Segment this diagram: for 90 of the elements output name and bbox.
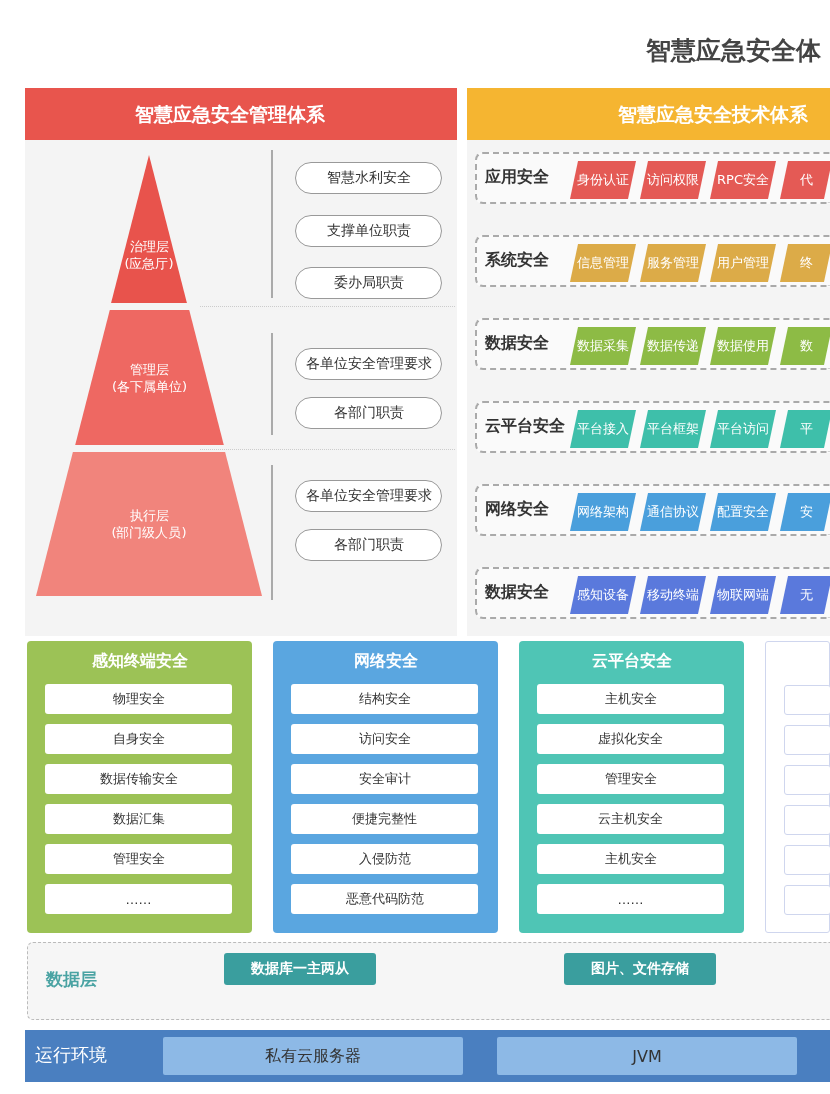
item-box xyxy=(784,725,830,755)
row-title: 系统安全 xyxy=(485,250,549,271)
category-tag: 平台接入 xyxy=(570,410,636,448)
item-box: 恶意代码防范 xyxy=(291,884,478,914)
category-tag: 信息管理 xyxy=(570,244,636,282)
duty-pill: 各单位安全管理要求 xyxy=(295,480,442,512)
duty-pill: 委办局职责 xyxy=(295,267,442,299)
page-title: 智慧应急安全体 xyxy=(646,35,821,67)
item-box: …… xyxy=(45,884,232,914)
category-tag: 数 xyxy=(780,327,830,365)
panel-title: 感知终端安全 xyxy=(90,651,189,672)
item-box: 数据传输安全 xyxy=(45,764,232,794)
duty-pill: 各部门职责 xyxy=(295,397,442,429)
category-tag: 代 xyxy=(780,161,830,199)
category-tag: 访问权限 xyxy=(640,161,706,199)
runtime-box: JVM xyxy=(497,1037,797,1075)
duty-pill: 各部门职责 xyxy=(295,529,442,561)
storage-box: 图片、文件存储 xyxy=(564,953,716,985)
category-tag: 数据使用 xyxy=(710,327,776,365)
item-box: 数据汇集 xyxy=(45,804,232,834)
category-tag: 平台访问 xyxy=(710,410,776,448)
category-tag: 物联网端 xyxy=(710,576,776,614)
item-box: 云主机安全 xyxy=(537,804,724,834)
section-panel xyxy=(25,88,457,636)
item-box: 主机安全 xyxy=(537,684,724,714)
item-box xyxy=(784,845,830,875)
item-box: 入侵防范 xyxy=(291,844,478,874)
category-panel xyxy=(519,641,744,933)
category-panel xyxy=(27,641,252,933)
row-title: 应用安全 xyxy=(485,167,549,188)
category-panel xyxy=(273,641,498,933)
section-panel xyxy=(467,88,830,636)
category-tag: 平台框架 xyxy=(640,410,706,448)
security-row xyxy=(475,484,830,536)
category-tag: 平 xyxy=(780,410,830,448)
category-tag: 移动终端 xyxy=(640,576,706,614)
item-box: 物理安全 xyxy=(45,684,232,714)
category-tag: 配置安全 xyxy=(710,493,776,531)
item-box: 访问安全 xyxy=(291,724,478,754)
security-row xyxy=(475,318,830,370)
category-tag: 安 xyxy=(780,493,830,531)
item-box: …… xyxy=(537,884,724,914)
item-box: 结构安全 xyxy=(291,684,478,714)
category-tag: 终 xyxy=(780,244,830,282)
category-panel xyxy=(765,641,830,933)
section-header: 智慧应急安全管理体系 xyxy=(25,88,457,140)
panel-title: 云平台安全 xyxy=(590,651,673,672)
storage-box: 数据库一主两从 xyxy=(224,953,376,985)
duty-pill: 智慧水利安全 xyxy=(295,162,442,194)
category-tag: 感知设备 xyxy=(570,576,636,614)
item-box xyxy=(784,765,830,795)
security-row xyxy=(475,235,830,287)
row-title: 数据安全 xyxy=(485,582,549,603)
category-tag: 通信协议 xyxy=(640,493,706,531)
category-tag: 身份认证 xyxy=(570,161,636,199)
category-tag: 数据采集 xyxy=(570,327,636,365)
item-box: 安全审计 xyxy=(291,764,478,794)
item-box: 管理安全 xyxy=(45,844,232,874)
duty-pill: 各单位安全管理要求 xyxy=(295,348,442,380)
category-tag: 用户管理 xyxy=(710,244,776,282)
data-layer-panel xyxy=(27,942,830,1020)
panel-title: 网络安全 xyxy=(352,651,419,672)
item-box: 管理安全 xyxy=(537,764,724,794)
item-box: 虚拟化安全 xyxy=(537,724,724,754)
layer-title: 数据层 xyxy=(46,968,97,991)
bar-title: 运行环境 xyxy=(35,1043,107,1067)
security-row xyxy=(475,567,830,619)
row-title: 数据安全 xyxy=(485,333,549,354)
item-box: 自身安全 xyxy=(45,724,232,754)
security-row xyxy=(475,401,830,453)
item-box xyxy=(784,805,830,835)
category-tag: 数据传递 xyxy=(640,327,706,365)
category-tag: RPC安全 xyxy=(710,161,776,199)
item-box xyxy=(784,885,830,915)
category-tag: 无 xyxy=(780,576,830,614)
pyramid-layer: 治理层 (应急厅) xyxy=(111,155,187,303)
item-box: 主机安全 xyxy=(537,844,724,874)
runtime-bar xyxy=(25,1030,830,1082)
duty-pill: 支撑单位职责 xyxy=(295,215,442,247)
security-row xyxy=(475,152,830,204)
category-tag: 网络架构 xyxy=(570,493,636,531)
item-box xyxy=(784,685,830,715)
runtime-box: 私有云服务器 xyxy=(163,1037,463,1075)
row-title: 网络安全 xyxy=(485,499,549,520)
pyramid-layer: 管理层 (各下属单位) xyxy=(75,310,224,445)
category-tag: 服务管理 xyxy=(640,244,706,282)
section-header: 智慧应急安全技术体系 xyxy=(467,88,830,140)
row-title: 云平台安全 xyxy=(485,416,565,437)
item-box: 便捷完整性 xyxy=(291,804,478,834)
pyramid-layer: 执行层 (部门级人员) xyxy=(36,452,262,596)
